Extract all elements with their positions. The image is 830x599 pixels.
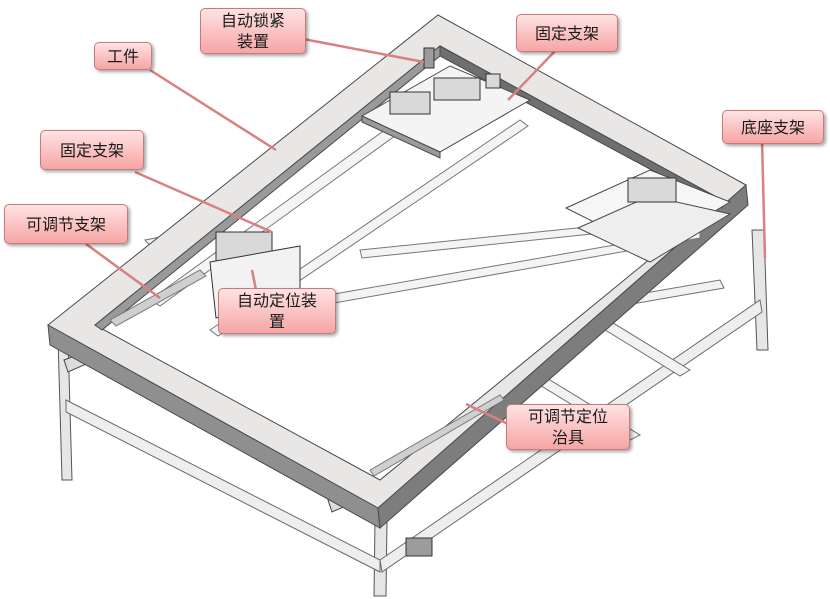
frame-inner-lip-left [94, 44, 441, 331]
callout-fixed-bracket-left: 固定支架 [40, 130, 144, 170]
clamp-c [485, 73, 501, 89]
callout-auto-positioning-line2: 置 [268, 312, 285, 331]
callout-auto-positioning: 自动定位装 置 [218, 288, 336, 334]
plate-right-lower [576, 195, 732, 263]
callout-auto-positioning-line1: 自动定位装 [236, 291, 317, 310]
callout-adjustable-fixture-line1: 可调节定位 [527, 407, 608, 426]
callout-base-bracket: 底座支架 [722, 110, 824, 144]
plate-top-edge [361, 115, 441, 159]
callout-adjustable-fixture-line2: 治具 [551, 428, 584, 447]
callout-fixed-bracket-left-line1: 固定支架 [59, 140, 124, 160]
lower-rail-front [65, 399, 381, 573]
callout-auto-lock: 自动锁紧 装置 [200, 8, 306, 54]
clamp-a [389, 91, 431, 115]
callout-adjustable-bracket-line1: 可调节支架 [25, 214, 106, 234]
leader-base-bracket [760, 139, 767, 259]
workpiece-frame [47, 14, 749, 530]
clamp-b [433, 77, 481, 101]
callout-adjustable-bracket: 可调节支架 [4, 204, 128, 244]
callout-fixed-bracket-top: 固定支架 [516, 14, 618, 52]
clamp-right [627, 177, 677, 203]
leader-adjustable-fixture [465, 402, 509, 426]
lock-device-lower [405, 537, 433, 557]
leader-auto-lock [297, 36, 425, 64]
leader-fixed-bracket-left [134, 170, 273, 234]
callout-fixed-bracket-top-line1: 固定支架 [534, 23, 599, 43]
leader-lines [85, 36, 767, 426]
lock-device-upper [423, 47, 435, 69]
callout-auto-lock-line1: 自动锁紧 [220, 11, 285, 30]
frame-legs [57, 145, 769, 597]
guide-visible-front [369, 394, 505, 477]
callout-base-bracket-line1: 底座支架 [740, 117, 805, 137]
callout-adjustable-fixture: 可调节定位 治具 [506, 404, 630, 450]
leader-adjustable-bracket [85, 242, 161, 300]
callout-workpiece: 工件 [94, 42, 152, 70]
leader-workpiece [149, 68, 277, 152]
frame-side-right [377, 183, 749, 530]
callout-auto-lock-line2: 装置 [236, 32, 269, 51]
leader-fixed-bracket-top [507, 49, 557, 101]
callout-workpiece-line1: 工件 [106, 46, 139, 66]
leader-auto-positioning [250, 269, 258, 291]
